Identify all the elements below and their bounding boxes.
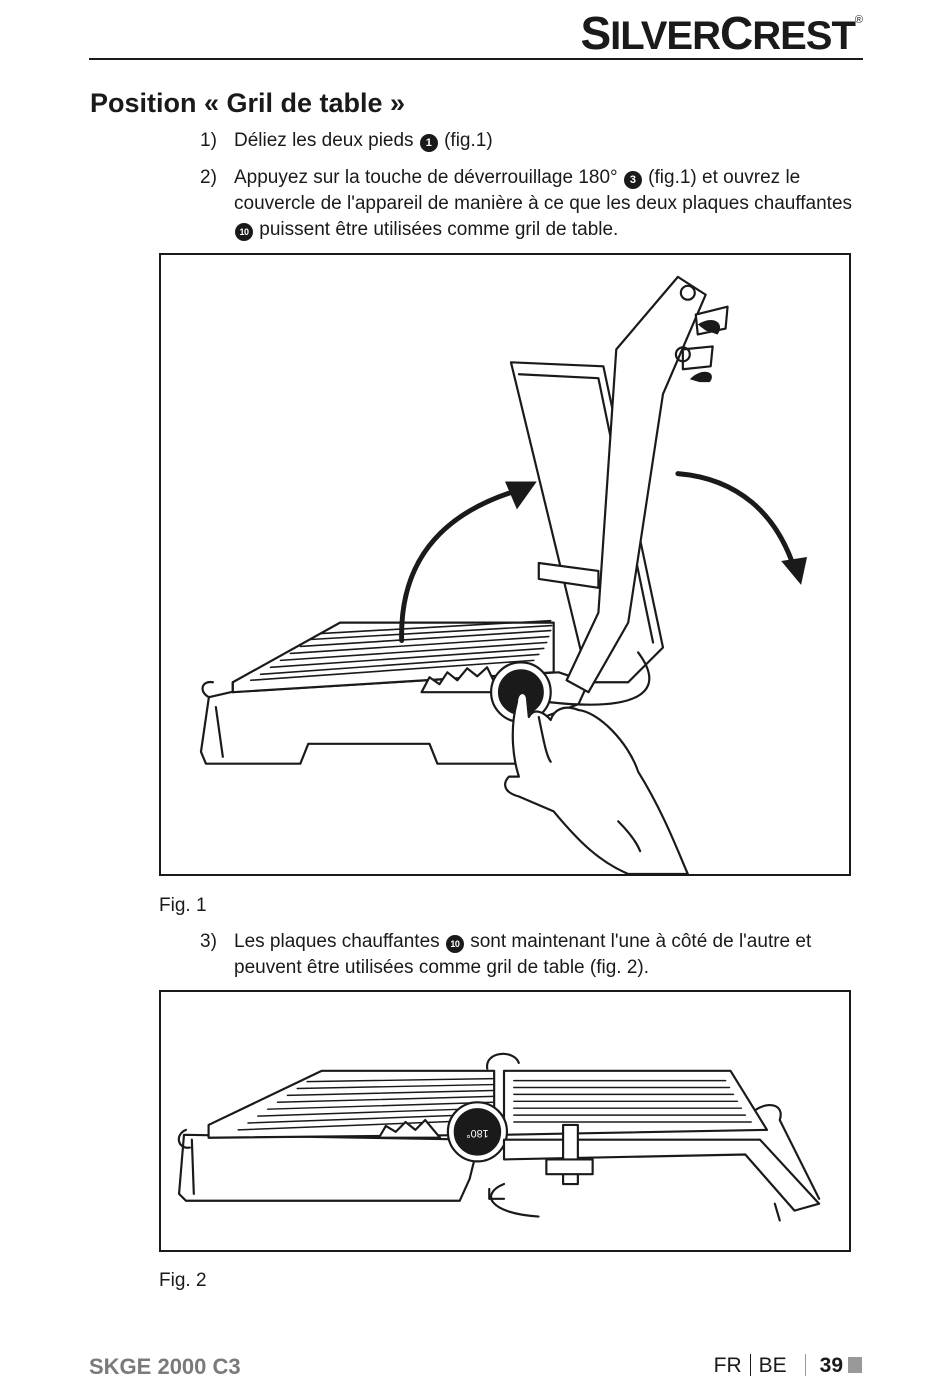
part-number-badge: 3 <box>623 171 642 189</box>
dial-label: 180° <box>466 1127 488 1139</box>
figure-1 <box>159 253 851 876</box>
step-text: Déliez les deux pieds 1 (fig.1) <box>234 130 493 152</box>
step-number: 1) <box>200 130 217 151</box>
part-number-badge: 10 <box>445 935 464 953</box>
step-number: 2) <box>200 167 217 188</box>
section-title: Position « Gril de table » <box>90 88 406 118</box>
part-number-badge: 10 <box>235 223 253 241</box>
language-code: BE <box>758 1354 787 1377</box>
step-text: Les plaques chauffantes 10 sont maintena… <box>234 931 812 978</box>
grill-open-flat-illustration: 180° <box>177 1052 821 1222</box>
page-marker <box>848 1357 862 1373</box>
figure-2: 180° <box>159 990 851 1252</box>
language-code: FR <box>713 1354 742 1377</box>
page-number: 39 <box>819 1354 843 1377</box>
footer-model: SKGE 2000 C3 <box>89 1354 241 1379</box>
step-text: Appuyez sur la touche de déverrouillage … <box>234 167 853 241</box>
figure-2-caption: Fig. 2 <box>159 1270 207 1291</box>
part-number-badge: 1 <box>419 134 438 152</box>
grill-opening-illustration <box>199 275 808 874</box>
footer-page-info: FR BE 39 <box>714 1354 862 1378</box>
brand-logo: SILVERCREST® <box>580 7 863 59</box>
header-rule <box>89 58 863 60</box>
figure-1-caption: Fig. 1 <box>159 895 207 916</box>
step-number: 3) <box>200 931 217 952</box>
